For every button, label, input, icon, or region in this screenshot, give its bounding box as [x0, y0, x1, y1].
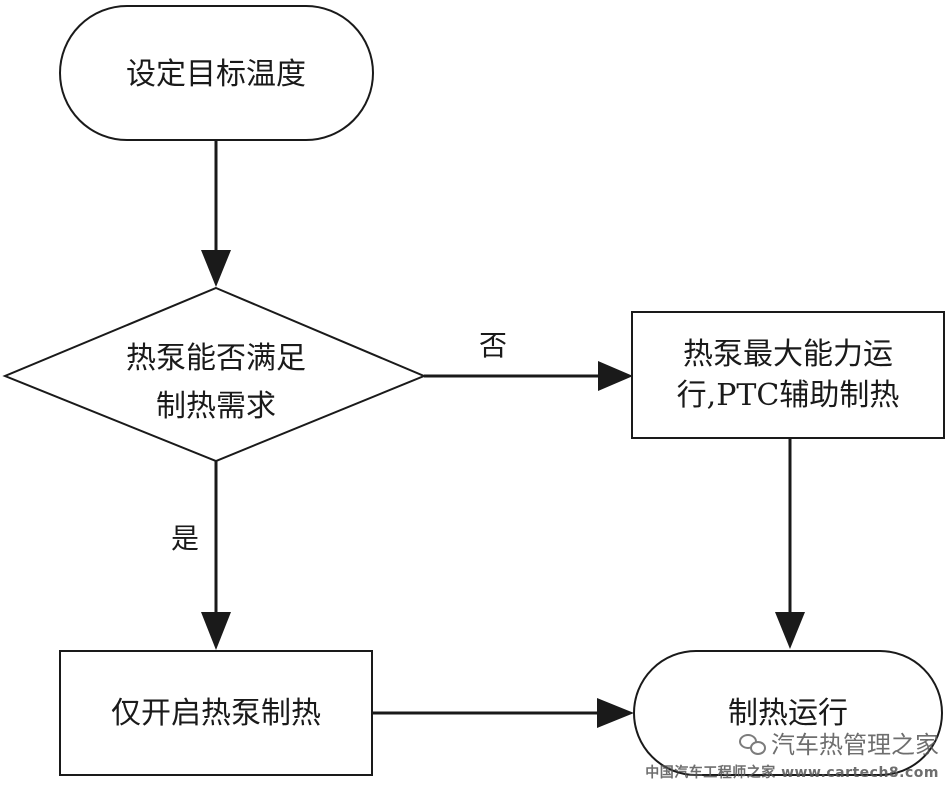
watermark-line2: 中国汽车工程师之家 www.cartech8.com: [645, 765, 939, 781]
node-decision-label-line2: 制热需求: [156, 389, 276, 424]
node-decision: 热泵能否满足 制热需求: [2, 286, 427, 463]
node-end-label: 制热运行: [728, 696, 848, 731]
connectors: [201, 140, 805, 728]
process-shape: [631, 311, 945, 439]
terminator-shape: [59, 5, 374, 141]
wechat-icon: [739, 733, 766, 755]
node-start: 设定目标温度: [59, 5, 374, 141]
arrowhead-start-to-decision: [201, 250, 231, 287]
arrowhead-decision-to-ptc: [598, 361, 633, 391]
node-heat-pump-only: 仅开启热泵制热: [59, 650, 373, 776]
node-ptc-assist: 热泵最大能力运 行,PTC辅助制热: [631, 311, 945, 439]
node-start-label: 设定目标温度: [126, 57, 306, 92]
edge-label-no: 否: [479, 329, 507, 362]
watermark-line1: 汽车热管理之家: [771, 731, 939, 759]
edge-label-yes: 是: [171, 522, 199, 555]
watermark-row1: 汽车热管理之家: [645, 725, 939, 760]
decision-shape: [2, 286, 427, 463]
node-ptc-assist-label-line2: 行,PTC辅助制热: [677, 378, 900, 413]
node-decision-label-line1: 热泵能否满足: [126, 341, 306, 376]
arrowhead-heatpump-to-end: [597, 698, 634, 728]
arrowhead-decision-to-heatpump: [201, 612, 231, 650]
watermark: 汽车热管理之家 中国汽车工程师之家 www.cartech8.com: [645, 725, 939, 782]
terminator-shape: [633, 650, 943, 776]
node-heat-pump-only-label: 仅开启热泵制热: [111, 696, 321, 731]
process-shape: [59, 650, 373, 776]
arrowhead-ptc-to-end: [775, 612, 805, 649]
node-ptc-assist-label-line1: 热泵最大能力运: [683, 337, 893, 372]
node-end: 制热运行: [633, 650, 943, 776]
